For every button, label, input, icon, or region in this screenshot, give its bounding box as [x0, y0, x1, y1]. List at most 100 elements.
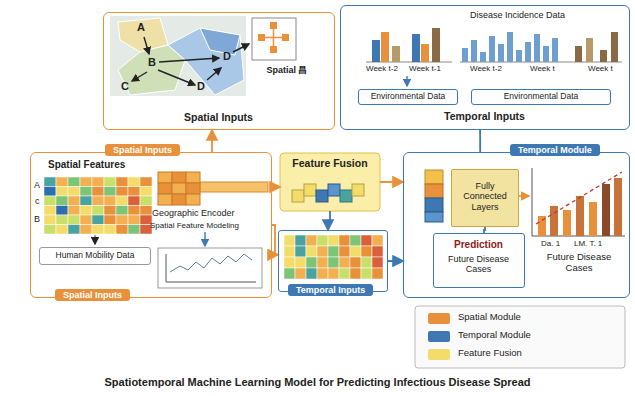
heat-cell	[104, 196, 116, 206]
heat-cell	[339, 235, 350, 246]
forecast-chart	[532, 168, 625, 236]
incidence-bars	[586, 38, 593, 62]
heat-cell	[317, 257, 328, 268]
map-arrows	[132, 72, 147, 81]
modeling-chart	[166, 282, 256, 283]
heat-cell	[68, 215, 80, 225]
map-arrows	[158, 70, 195, 85]
heat-cell	[317, 235, 328, 246]
heat-cell	[284, 235, 295, 246]
heat-cell	[92, 177, 104, 187]
heat-cell	[328, 235, 339, 246]
bar	[462, 48, 468, 62]
node-title: Environmental Data	[472, 92, 610, 102]
encoder-block	[158, 172, 172, 183]
heat-cell	[44, 196, 56, 206]
heat-cell	[295, 246, 306, 257]
stacked-blocks	[425, 170, 443, 184]
forecast-chart	[563, 210, 571, 236]
encoder-block	[158, 194, 172, 205]
connector	[211, 130, 213, 152]
legend-text: Spatial Module	[458, 312, 521, 323]
bar	[516, 50, 522, 62]
heat-cell	[80, 187, 92, 197]
data-box: Human Mobility Data	[39, 247, 151, 265]
label-text: Da. 1	[541, 239, 560, 248]
forecast-chart	[532, 168, 533, 236]
heat-cell	[284, 268, 295, 279]
forecast-chart	[589, 202, 597, 236]
heat-cell	[295, 268, 306, 279]
node-title: Spatial Inputs	[105, 144, 180, 156]
heat-cell	[306, 257, 317, 268]
incidence-bars	[462, 32, 558, 62]
bar	[489, 36, 495, 62]
label-text: B	[148, 56, 156, 69]
heat-cell	[140, 187, 152, 197]
heat-cell	[140, 177, 152, 187]
incidence-bars	[600, 50, 607, 62]
node-text: Spatial Inputs	[55, 289, 130, 301]
heat-cell	[306, 235, 317, 246]
heat-cell	[104, 215, 116, 225]
heat-cell	[372, 257, 383, 268]
modeling-chart	[158, 248, 262, 288]
label-text: Disease Incidence Data	[470, 10, 565, 20]
incidence-bars	[392, 46, 400, 62]
legend-text: Feature Fusion	[458, 348, 522, 359]
encoder-block	[200, 182, 268, 192]
heat-cell	[295, 235, 306, 246]
label-text: LM. T. 1	[574, 239, 602, 248]
bar	[471, 40, 477, 62]
incidence-bars	[372, 40, 380, 62]
forecast-chart	[576, 196, 584, 236]
heat-cell	[284, 257, 295, 268]
label-text: Week t-2	[366, 64, 398, 73]
node-title: Temporal Module	[510, 144, 600, 156]
spatial-grid	[44, 177, 152, 234]
heat-cell	[56, 206, 68, 216]
heat-cell	[44, 187, 56, 197]
bar	[480, 52, 486, 62]
heat-cell	[44, 225, 56, 235]
legend-swatch	[428, 313, 450, 324]
map-arrows	[132, 37, 249, 85]
region-map	[110, 16, 246, 96]
modeling-arrow	[204, 232, 205, 246]
heat-cell	[116, 177, 128, 187]
incidence-bars	[611, 32, 618, 62]
incidence-bars	[412, 34, 420, 62]
forecast-chart	[550, 206, 558, 236]
heat-cell	[44, 206, 56, 216]
label-text: Week t-1	[409, 64, 441, 73]
heat-cell	[306, 246, 317, 257]
heat-cell	[56, 187, 68, 197]
forecast-chart	[602, 184, 610, 236]
label-text: Spatial Features	[48, 159, 125, 171]
spatial-icon	[270, 22, 277, 29]
heat-cell	[339, 246, 350, 257]
encoder-block	[172, 172, 186, 183]
label-text: A	[137, 21, 145, 34]
heat-cell	[80, 215, 92, 225]
region-map	[118, 45, 185, 95]
process-box: Fully Connected Layers	[451, 169, 519, 227]
label-text: Week t-2	[470, 64, 502, 73]
heat-cell	[128, 206, 140, 216]
heat-cell	[56, 177, 68, 187]
encoder-block	[158, 183, 172, 194]
node-title: Spatial 昌	[251, 65, 323, 75]
incidence-bars	[366, 28, 622, 86]
incidence-bars	[575, 46, 582, 62]
node-text: Future Disease Cases	[439, 254, 518, 275]
output-box: PredictionFuture Disease Cases	[433, 233, 525, 288]
heat-cell	[104, 206, 116, 216]
map-arrows	[144, 37, 149, 54]
spatial-icon	[265, 37, 282, 39]
encoder-block	[158, 172, 268, 205]
encoder-block	[186, 183, 200, 194]
heat-cell	[92, 206, 104, 216]
heat-cell	[92, 196, 104, 206]
label-text: A	[34, 180, 40, 190]
